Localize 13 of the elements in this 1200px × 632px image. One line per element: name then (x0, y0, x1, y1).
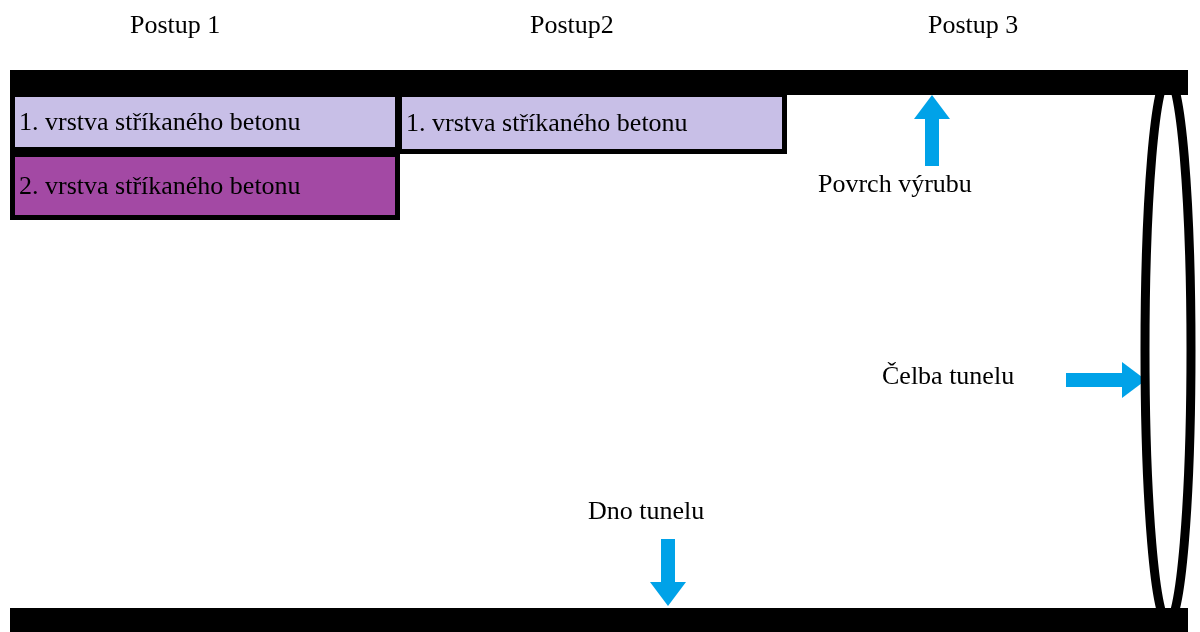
arrow (914, 95, 950, 166)
arrow (650, 539, 686, 606)
layer-label: 1. vrstva stříkaného betonu (406, 108, 688, 138)
layer-label: 1. vrstva stříkaného betonu (19, 107, 301, 137)
stage-label: Postup 3 (928, 10, 1019, 40)
stage-label: Postup2 (530, 10, 614, 40)
concrete-layer-box (10, 152, 400, 220)
stage-label: Postup 1 (130, 10, 221, 40)
layer-label: 2. vrstva stříkaného betonu (19, 171, 301, 201)
part-label: Čelba tunelu (882, 361, 1015, 390)
part-label: Povrch výrubu (818, 169, 972, 198)
part-label: Dno tunelu (588, 496, 705, 525)
concrete-layer-box (397, 92, 787, 154)
